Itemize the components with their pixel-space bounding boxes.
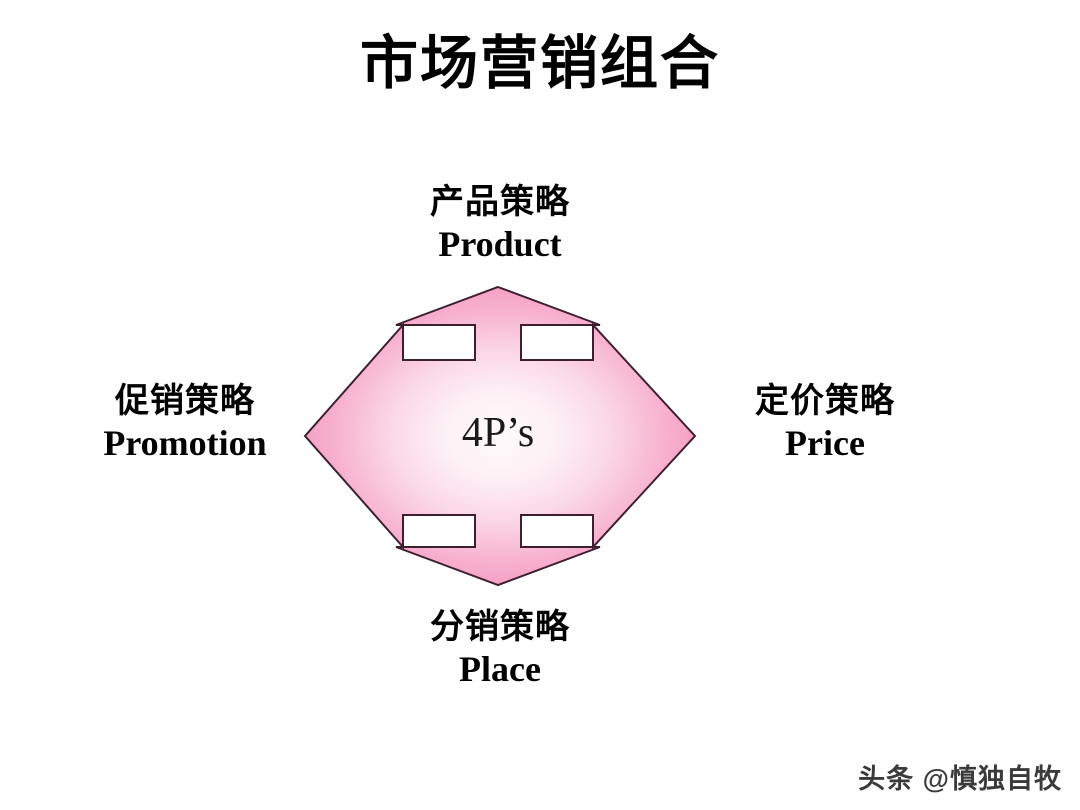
label-price-en: Price	[785, 423, 865, 464]
center-label-4ps: 4P’s	[461, 410, 535, 456]
label-place: 分销策略 Place	[340, 608, 660, 691]
label-place-en: Place	[459, 649, 541, 690]
quad-arrow-path	[303, 285, 697, 587]
label-promotion-en: Promotion	[103, 423, 267, 464]
label-product: 产品策略 Product	[340, 183, 660, 266]
label-place-cn: 分销策略	[430, 609, 570, 646]
label-price-cn: 定价策略	[755, 383, 895, 420]
quad-arrow-shape	[303, 285, 697, 587]
label-product-en: Product	[438, 224, 562, 265]
label-promotion-cn: 促销策略	[115, 383, 255, 420]
page-title: 市场营销组合	[359, 31, 720, 96]
label-promotion: 促销策略 Promotion	[35, 382, 335, 465]
watermark: 头条 @慎独自牧	[858, 764, 1062, 794]
label-product-cn: 产品策略	[430, 184, 570, 221]
label-price: 定价策略 Price	[700, 382, 950, 465]
